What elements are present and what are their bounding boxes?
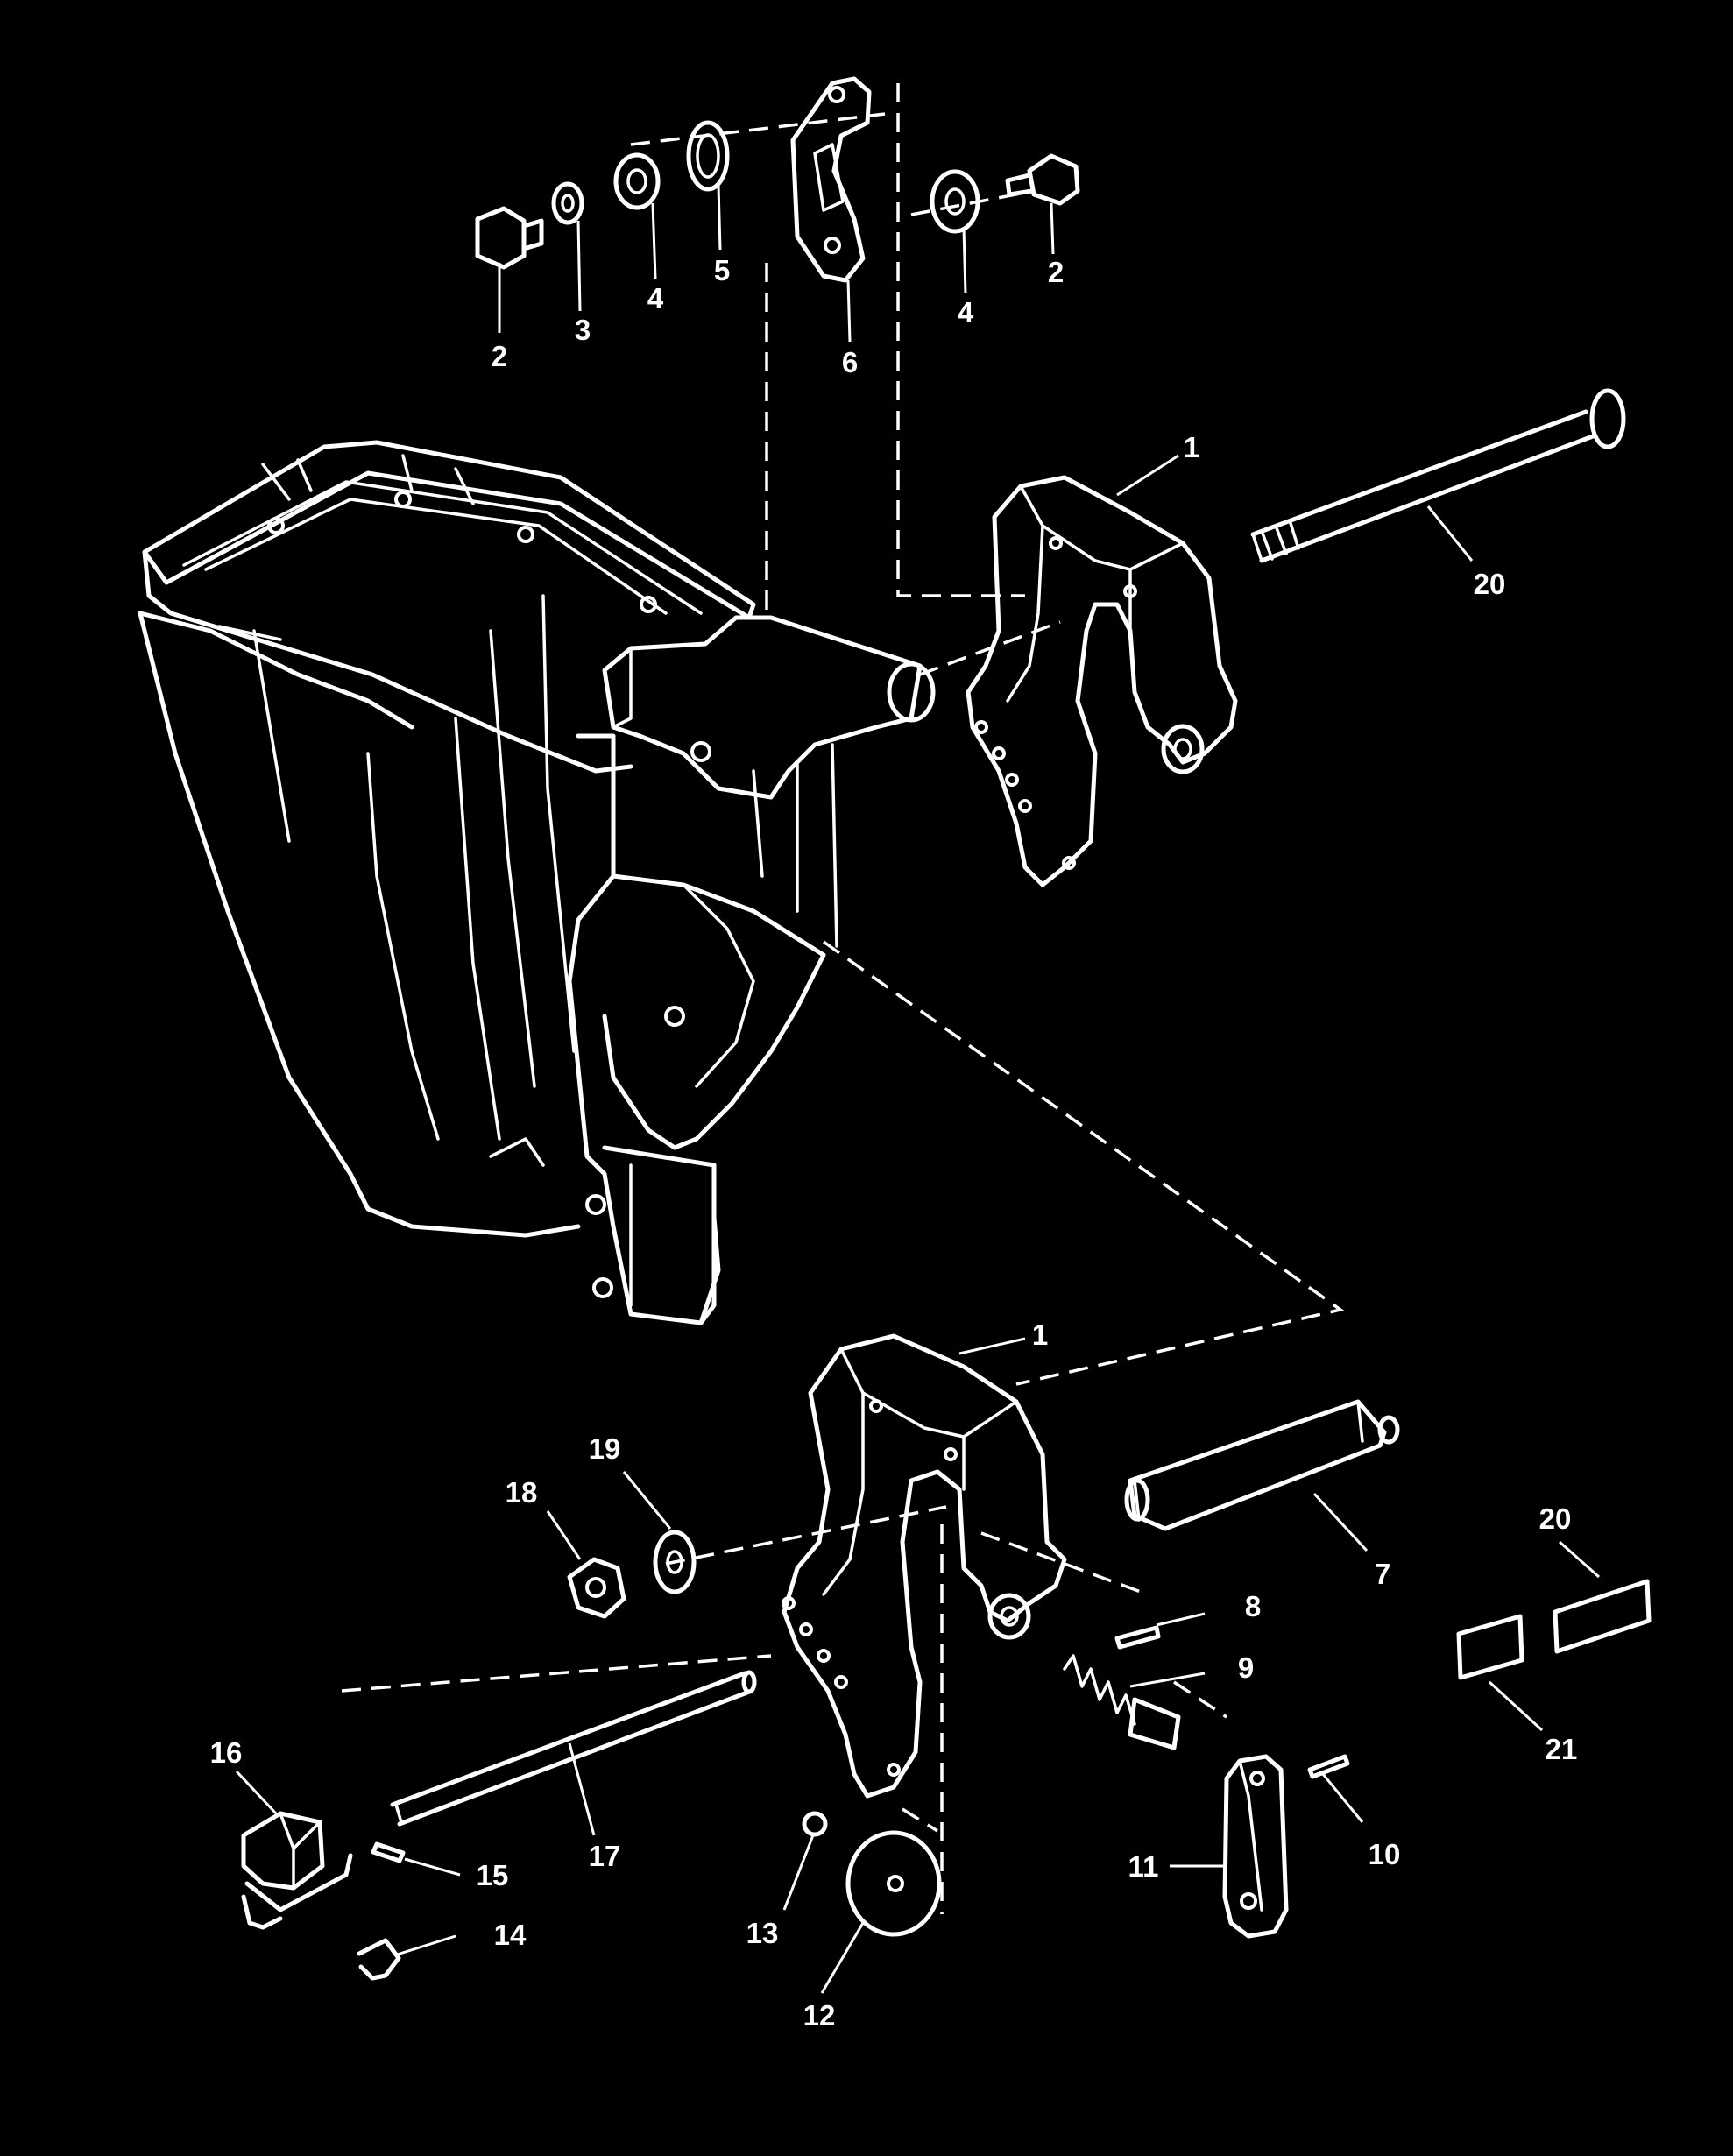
- callout-11: 11: [1128, 1850, 1159, 1883]
- driveshaft-housing: [138, 440, 936, 1325]
- decal-21: [1456, 1614, 1524, 1680]
- callout-4-left: 4: [647, 282, 664, 315]
- ring-5: [686, 120, 730, 192]
- callout-7: 7: [1375, 1558, 1390, 1590]
- hex-bolt-right: [1005, 153, 1080, 206]
- callout-18: 18: [506, 1476, 538, 1509]
- callout-3: 3: [575, 314, 591, 346]
- callout-21: 21: [1546, 1733, 1578, 1765]
- callout-20-lower: 20: [1539, 1502, 1572, 1535]
- callout-20-upper: 20: [1474, 568, 1506, 600]
- pin-8: [1114, 1625, 1161, 1650]
- decal-20: [1553, 1579, 1652, 1654]
- washer-3: [551, 181, 584, 225]
- rod-17: [390, 1670, 757, 1827]
- callout-16: 16: [210, 1736, 243, 1769]
- washer-4-right: [930, 169, 980, 234]
- clamp-bracket-upper: [966, 475, 1238, 887]
- callout-1-lower: 1: [1032, 1318, 1048, 1351]
- leader-lines: [235, 185, 1600, 1994]
- assembly-guide-lines: [341, 83, 1345, 1914]
- pin-10: [1307, 1754, 1350, 1779]
- callout-9: 9: [1238, 1651, 1254, 1684]
- tilt-tube-7: [1124, 1399, 1400, 1531]
- washer-19: [653, 1530, 697, 1594]
- callout-4-right: 4: [958, 296, 974, 329]
- callout-2-right: 2: [1048, 256, 1064, 288]
- callout-8: 8: [1245, 1590, 1261, 1622]
- callout-19: 19: [589, 1432, 621, 1465]
- nut-18: [567, 1557, 626, 1619]
- hex-bolt-left: [475, 206, 544, 270]
- callout-10: 10: [1369, 1838, 1401, 1870]
- through-bolt-20: [1250, 388, 1626, 563]
- callout-15: 15: [477, 1859, 509, 1891]
- callout-2-left: 2: [492, 340, 507, 372]
- callout-labels: 2 3 4 5 6 4 2 1 20 1 19 18 7 8 9 20 21 1…: [210, 254, 1578, 2032]
- disc-12: [845, 1830, 942, 1937]
- tilt-bracket-6: [790, 76, 872, 283]
- callout-14: 14: [494, 1919, 527, 1951]
- washer-4-left: [613, 152, 661, 210]
- nut-13: [802, 1811, 828, 1837]
- spring-9: [1063, 1654, 1181, 1750]
- clip-14: [357, 1938, 401, 1981]
- latch-assembly-16: [241, 1811, 353, 1930]
- callout-13: 13: [746, 1917, 779, 1949]
- pin-15: [371, 1841, 406, 1863]
- clamp-bracket-lower: [782, 1333, 1067, 1799]
- top-hardware: [475, 76, 1080, 283]
- callout-6: 6: [842, 346, 858, 378]
- lever-11: [1222, 1754, 1289, 1939]
- callout-1-upper: 1: [1184, 431, 1199, 463]
- callout-12: 12: [803, 1999, 836, 2032]
- callout-17: 17: [589, 1840, 621, 1872]
- callout-5: 5: [714, 254, 730, 286]
